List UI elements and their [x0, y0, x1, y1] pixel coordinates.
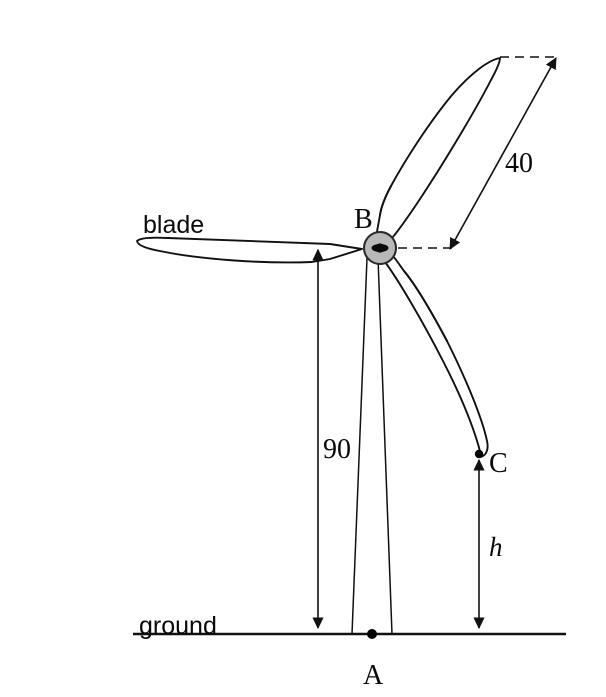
label-point-c: C — [489, 448, 508, 479]
point-c-marker — [474, 449, 484, 459]
blade-upper-right — [368, 57, 501, 249]
label-point-b: B — [354, 204, 373, 235]
rotor-hub — [362, 230, 398, 266]
label-tower-height: 90 — [323, 434, 351, 465]
label-blade: blade — [143, 211, 204, 239]
label-point-a: A — [363, 660, 384, 691]
blade-lower-right — [384, 254, 489, 458]
label-ground: ground — [139, 612, 217, 640]
dimension-blade-length — [449, 57, 557, 250]
blade-left — [136, 236, 363, 264]
tower — [351, 257, 393, 635]
label-unknown-height: h — [489, 532, 503, 562]
point-a-marker — [367, 629, 377, 639]
dimension-blade-guides — [398, 56, 554, 249]
label-blade-length: 40 — [505, 148, 533, 179]
